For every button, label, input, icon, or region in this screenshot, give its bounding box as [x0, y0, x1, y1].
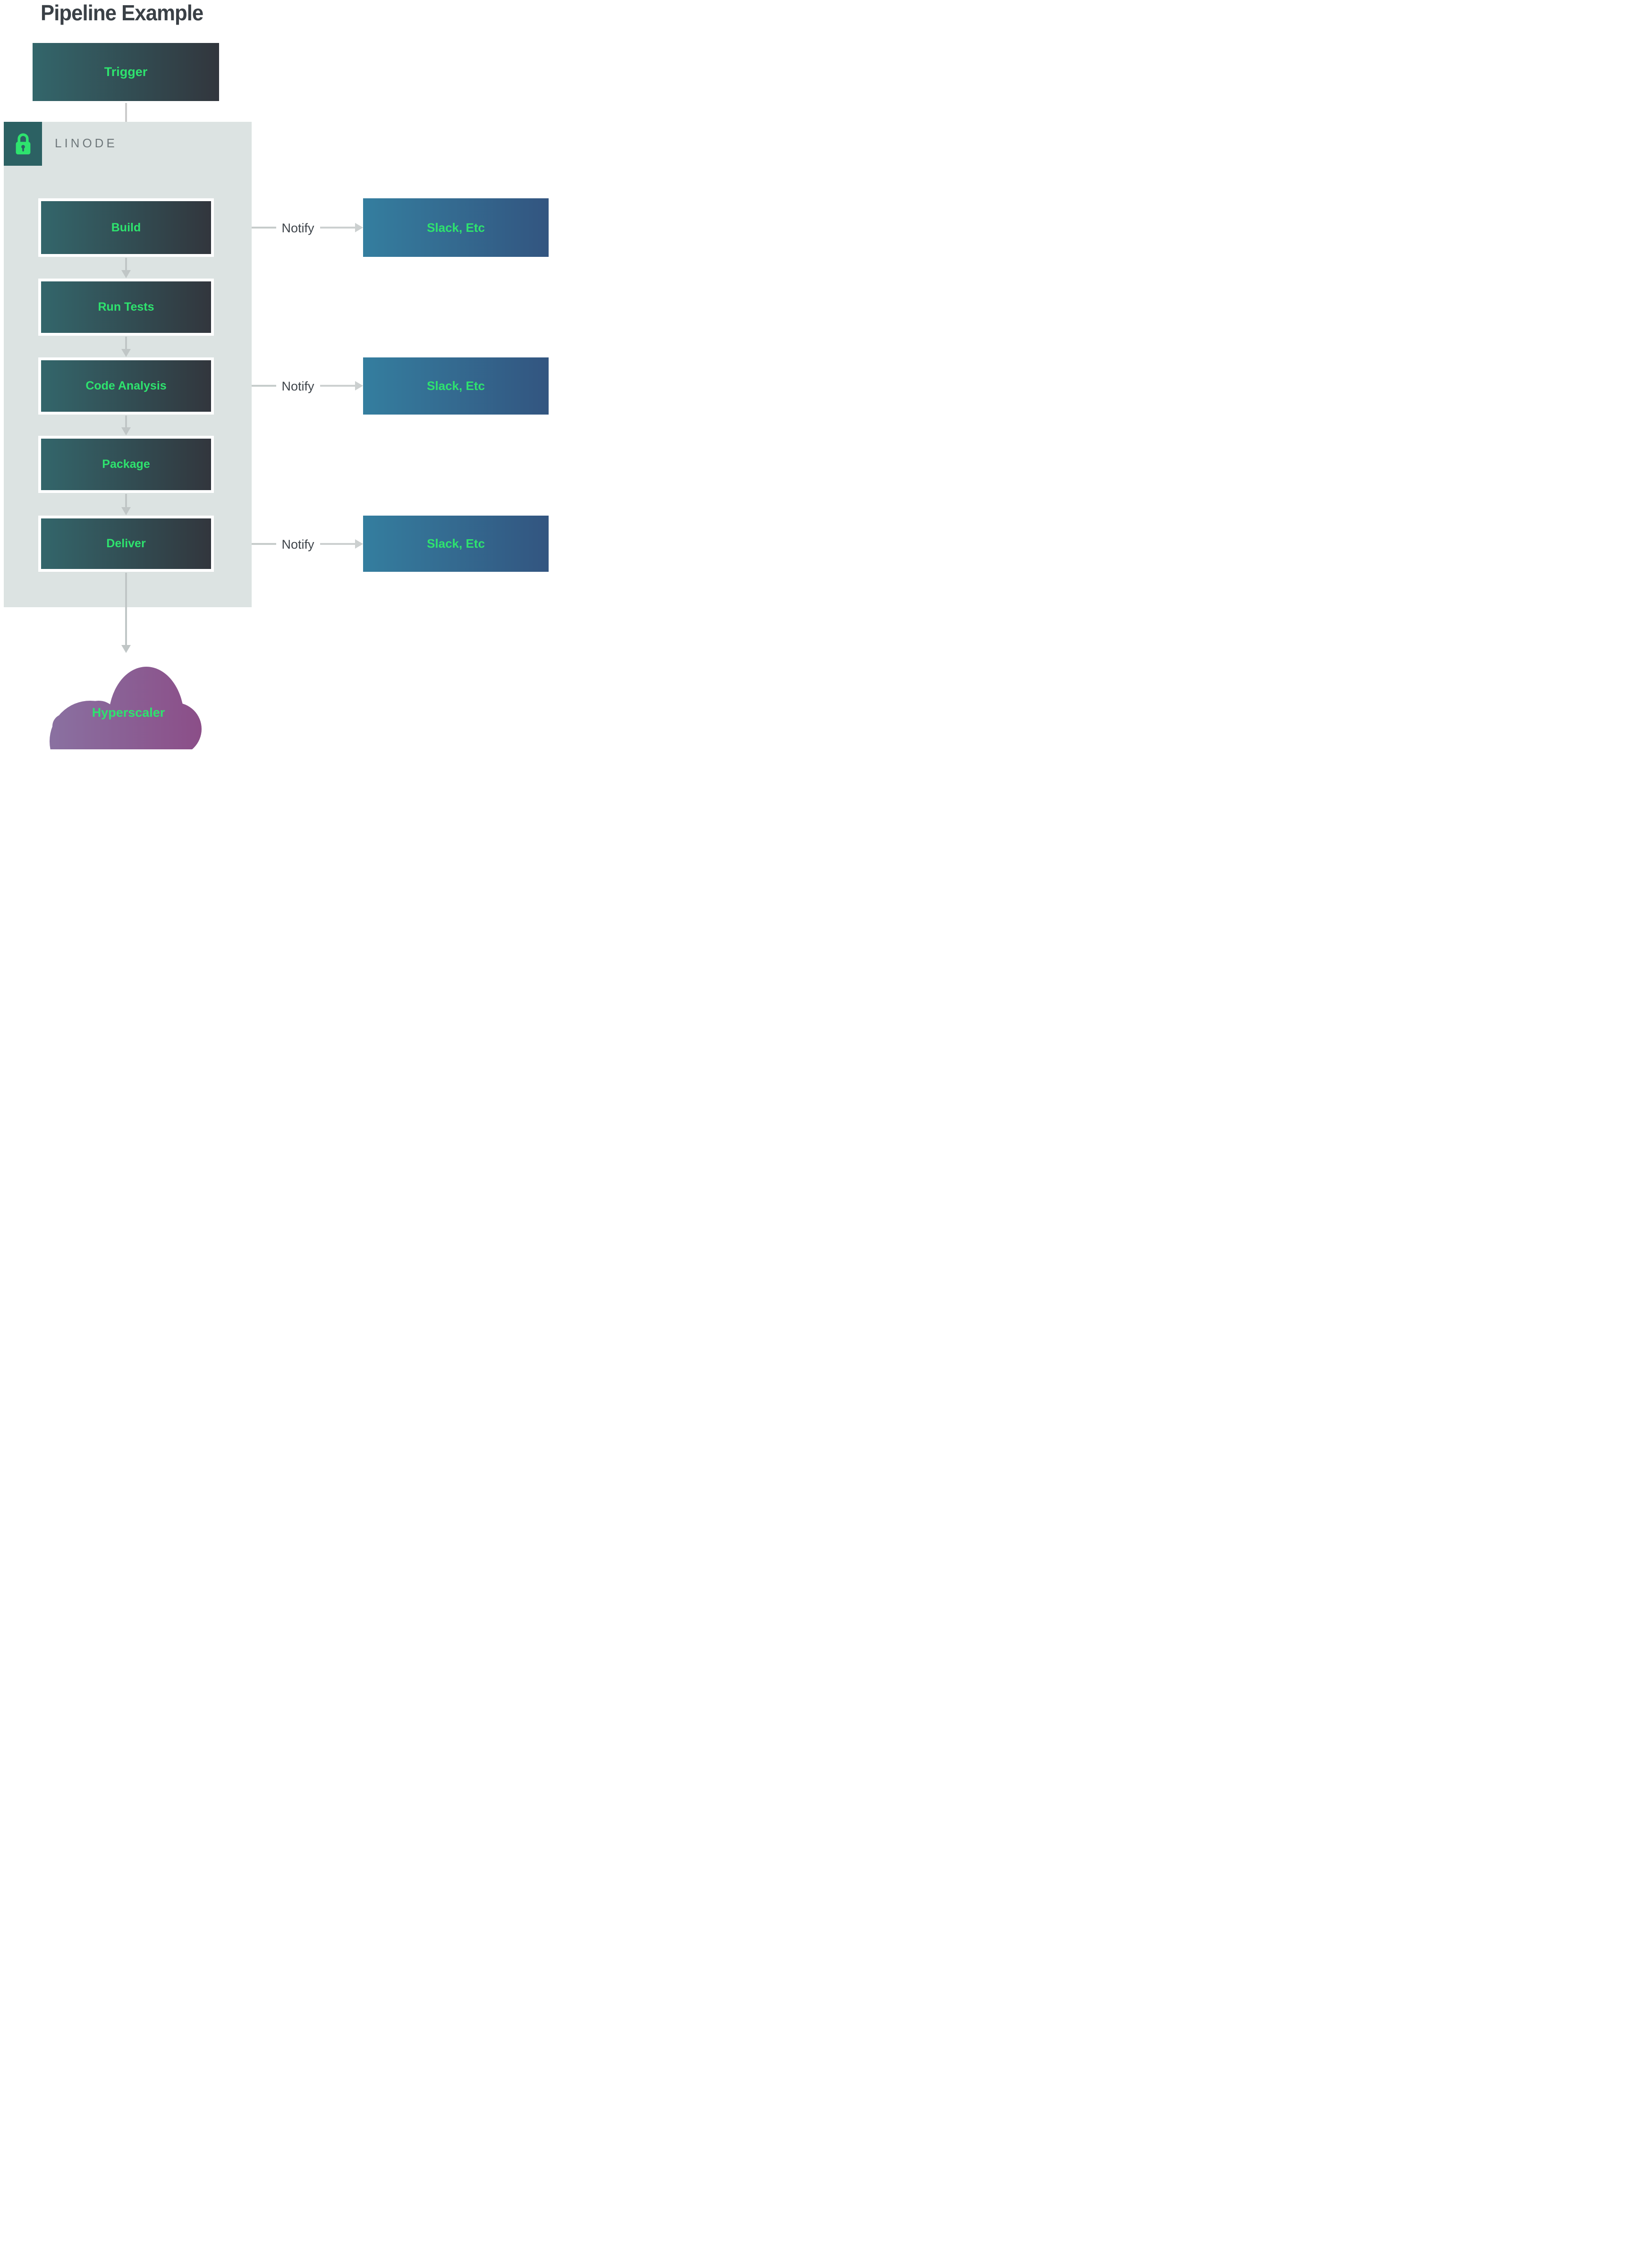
connector-line — [252, 385, 276, 387]
lock-icon — [16, 133, 30, 154]
arrow-down-line — [125, 494, 127, 508]
arrow-down-icon — [121, 507, 131, 515]
notify-target-slack-1: Slack, Etc — [363, 198, 549, 257]
arrow-down-icon — [121, 645, 131, 653]
slack-label: Slack, Etc — [427, 536, 485, 551]
connector-line — [252, 227, 276, 229]
slack-label: Slack, Etc — [427, 220, 485, 235]
stage-package: Package — [38, 436, 214, 493]
arrow-down-line — [125, 258, 127, 271]
arrow-down-icon — [121, 427, 131, 435]
connector-line — [252, 543, 276, 545]
arrow-down-line — [125, 337, 127, 350]
page-title: Pipeline Example — [41, 0, 203, 25]
arrow-down-icon — [121, 349, 131, 357]
notify-target-slack-3: Slack, Etc — [363, 516, 549, 572]
stage-package-label: Package — [102, 458, 150, 471]
stage-code-analysis: Code Analysis — [38, 357, 214, 415]
notify-label: Notify — [281, 221, 314, 235]
slack-label: Slack, Etc — [427, 379, 485, 393]
arrow-right-icon — [355, 539, 363, 549]
cloud-icon — [50, 667, 202, 749]
pipeline-diagram: Pipeline Example Trigger LINODE Build Ru… — [0, 0, 551, 749]
arrow-down-line — [125, 573, 127, 646]
hyperscaler-cloud: Hyperscaler — [49, 667, 202, 749]
stage-code-analysis-label: Code Analysis — [85, 379, 167, 392]
arrow-down-line — [125, 416, 127, 428]
stage-run-tests: Run Tests — [38, 279, 214, 336]
stage-deliver: Deliver — [38, 516, 214, 572]
arrow-right-icon — [355, 381, 363, 390]
arrow-down-icon — [121, 270, 131, 278]
notify-target-slack-2: Slack, Etc — [363, 357, 549, 415]
trigger-label: Trigger — [104, 65, 148, 79]
stage-build-label: Build — [111, 221, 141, 234]
arrow-right-icon — [355, 223, 363, 232]
stage-deliver-label: Deliver — [106, 537, 146, 550]
arrow-right-line — [320, 543, 356, 545]
notify-label: Notify — [281, 537, 314, 551]
hyperscaler-label: Hyperscaler — [92, 705, 165, 720]
linode-label: LINODE — [55, 136, 118, 150]
notify-label: Notify — [281, 379, 314, 393]
stage-run-tests-label: Run Tests — [98, 300, 154, 314]
arrow-right-line — [320, 227, 356, 229]
lock-badge — [4, 122, 42, 166]
trigger-box: Trigger — [33, 43, 219, 101]
arrow-right-line — [320, 385, 356, 387]
stage-build: Build — [38, 198, 214, 257]
